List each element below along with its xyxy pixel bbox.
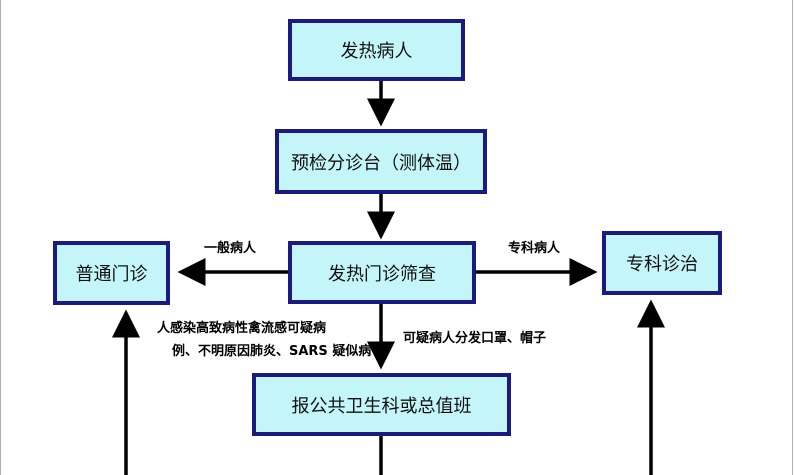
edge-label-mask: 可疑病人分发口罩、帽子 xyxy=(403,331,547,346)
edge-label-suspected-line1: 人感染高致病性禽流感可疑病 xyxy=(157,321,327,336)
window-left-edge xyxy=(0,0,1,475)
node-report: 报公共卫生科或总值班 xyxy=(252,373,511,436)
edge-label-specialist: 专科病人 xyxy=(508,241,561,256)
node-fever-patient: 发热病人 xyxy=(288,19,465,81)
node-triage: 预检分诊台（测体温） xyxy=(275,129,487,194)
edge-label-suspected-line2: 例、不明原因肺炎、SARS 疑似病 xyxy=(172,344,372,359)
window-right-edge xyxy=(792,0,793,475)
node-specialist: 专科诊治 xyxy=(602,231,722,295)
node-general-clinic: 普通门诊 xyxy=(53,241,170,305)
node-fever-clinic: 发热门诊筛查 xyxy=(288,241,476,304)
edge-label-general: 一般病人 xyxy=(204,241,257,256)
